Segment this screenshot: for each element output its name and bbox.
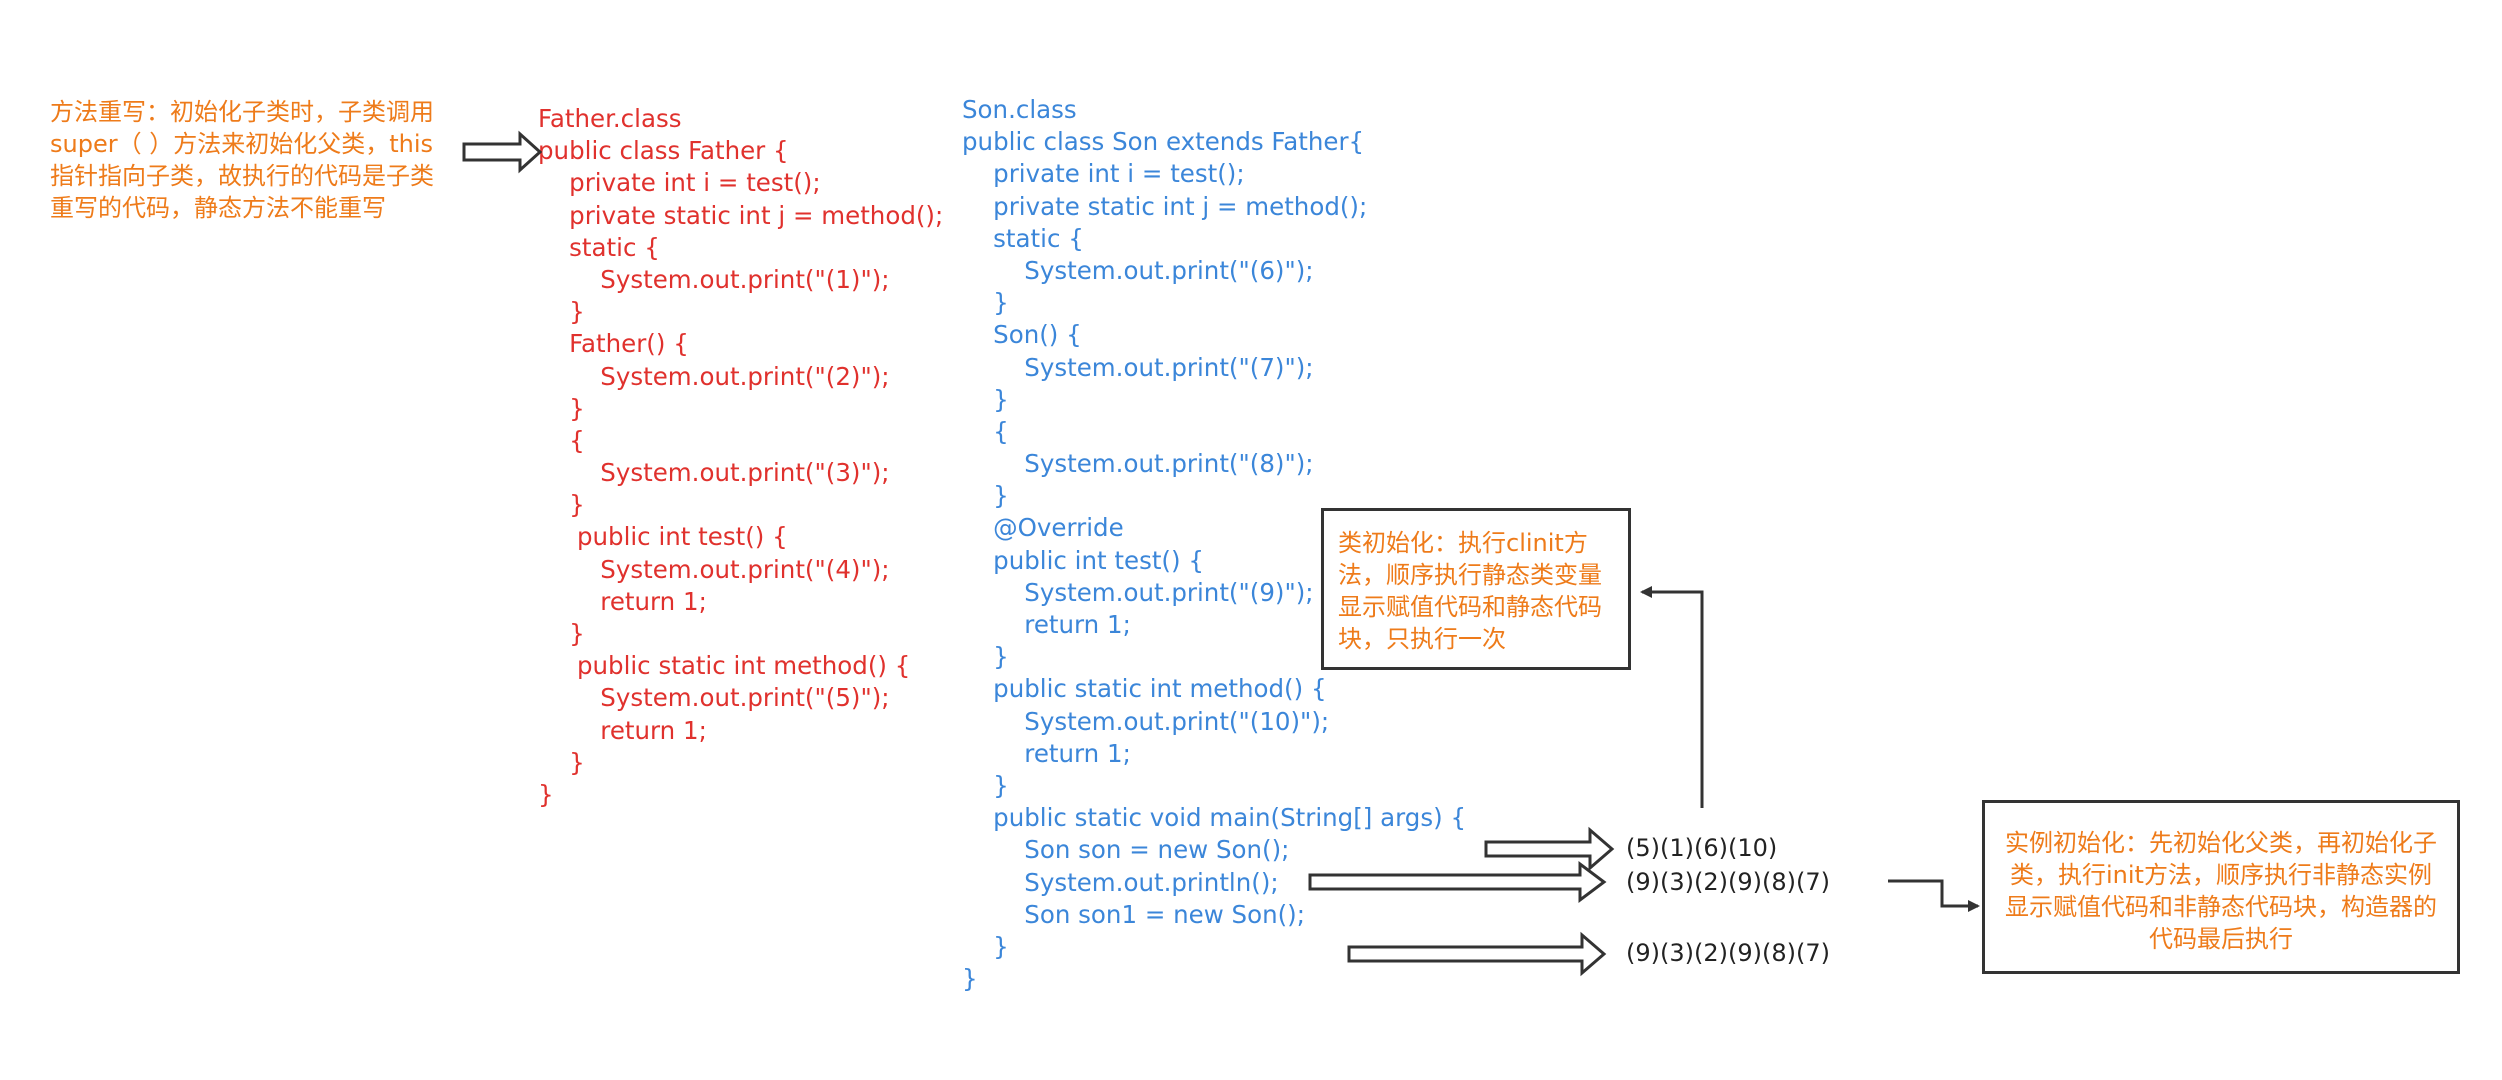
son-code-line: Son son = new Son();	[962, 835, 1290, 865]
class-init-connector	[1640, 586, 1704, 808]
son-code-line: }	[962, 384, 1009, 414]
son-code-line: }	[962, 931, 1009, 961]
son-code-line: private int i = test();	[962, 159, 1245, 189]
son-code-line: System.out.print("(8)");	[962, 449, 1314, 479]
instance-init-note: 实例初始化：先初始化父类，再初始化子类，执行init方法，顺序执行非静态实例显示…	[2005, 829, 2437, 953]
son-code-line: Son.class	[962, 95, 1077, 124]
son-code-line: public static void main(String[] args) {	[962, 803, 1467, 833]
son-code-line: }	[962, 288, 1009, 318]
father-code-line: static {	[538, 232, 660, 262]
son-code-block: Son.class public class Son extends Father…	[962, 94, 1466, 995]
father-code-block: Father.class public class Father { privat…	[538, 103, 943, 811]
son-code-line: System.out.print("(9)");	[962, 577, 1314, 607]
class-init-note: 类初始化：执行clinit方法，顺序执行静态类变量显示赋值代码和静态代码块，只执…	[1338, 529, 1602, 653]
father-code-line: }	[538, 393, 585, 423]
son-code-line: public static int method() {	[962, 674, 1327, 704]
father-code-line: }	[538, 747, 585, 777]
son-code-line: System.out.print("(7)");	[962, 352, 1314, 382]
output-second: (9)(3)(2)(9)(8)(7)	[1626, 868, 1830, 896]
father-code-line: public static int method() {	[538, 651, 911, 681]
father-code-line: }	[538, 297, 585, 327]
instance-init-box: 实例初始化：先初始化父类，再初始化子类，执行init方法，顺序执行非静态实例显示…	[1982, 800, 2460, 974]
son-code-line: System.out.println();	[962, 867, 1279, 897]
son-code-line: public class Son extends Father{	[962, 127, 1365, 157]
son-code-line: }	[962, 642, 1009, 672]
father-code-line: return 1;	[538, 715, 707, 745]
instance-init-connector	[1888, 879, 1980, 912]
son-code-line: }	[962, 770, 1009, 800]
son-code-line: return 1;	[962, 610, 1131, 639]
son-code-line: Son() {	[962, 320, 1082, 350]
son-code-line: }	[962, 964, 978, 994]
father-code-line: System.out.print("(1)");	[538, 264, 890, 294]
father-code-line: }	[538, 779, 554, 809]
son-code-line: @Override	[962, 513, 1124, 543]
father-code-line: System.out.print("(4)");	[538, 554, 890, 584]
father-code-line: public int test() {	[538, 522, 788, 552]
father-code-line: System.out.print("(3)");	[538, 458, 890, 488]
override-arrow	[462, 130, 543, 174]
son-code-line: return 1;	[962, 738, 1131, 768]
father-code-line: private static int j = method();	[538, 200, 944, 230]
println-arrow	[1308, 861, 1607, 903]
father-code-line: }	[538, 619, 585, 648]
son-code-line: private static int j = method();	[962, 191, 1368, 221]
son-code-line: System.out.print("(6)");	[962, 255, 1314, 285]
father-code-line: Father.class	[538, 104, 682, 133]
father-code-line: private int i = test();	[538, 168, 821, 198]
father-code-line: System.out.print("(2)");	[538, 361, 890, 391]
override-note: 方法重写：初始化子类时，子类调用super（ ）方法来初始化父类，this指针指…	[50, 98, 434, 222]
son-code-line: }	[962, 481, 1009, 511]
output-first: (5)(1)(6)(10)	[1626, 834, 1778, 862]
son-code-line: static {	[962, 223, 1084, 253]
father-code-line: return 1;	[538, 586, 707, 616]
father-code-line: System.out.print("(5)");	[538, 683, 890, 713]
output-third: (9)(3)(2)(9)(8)(7)	[1626, 939, 1830, 967]
new-son1-arrow	[1347, 931, 1607, 977]
father-code-line: public class Father {	[538, 136, 789, 166]
father-code-line: Father() {	[538, 329, 689, 359]
father-code-line: {	[538, 425, 585, 455]
class-init-box: 类初始化：执行clinit方法，顺序执行静态类变量显示赋值代码和静态代码块，只执…	[1321, 508, 1631, 670]
father-code-line: }	[538, 490, 585, 520]
son-code-line: {	[962, 416, 1009, 446]
son-code-line: System.out.print("(10)");	[962, 706, 1330, 736]
new-son-arrow	[1484, 826, 1615, 872]
son-code-line: public int test() {	[962, 545, 1204, 575]
son-code-line: Son son1 = new Son();	[962, 899, 1305, 929]
